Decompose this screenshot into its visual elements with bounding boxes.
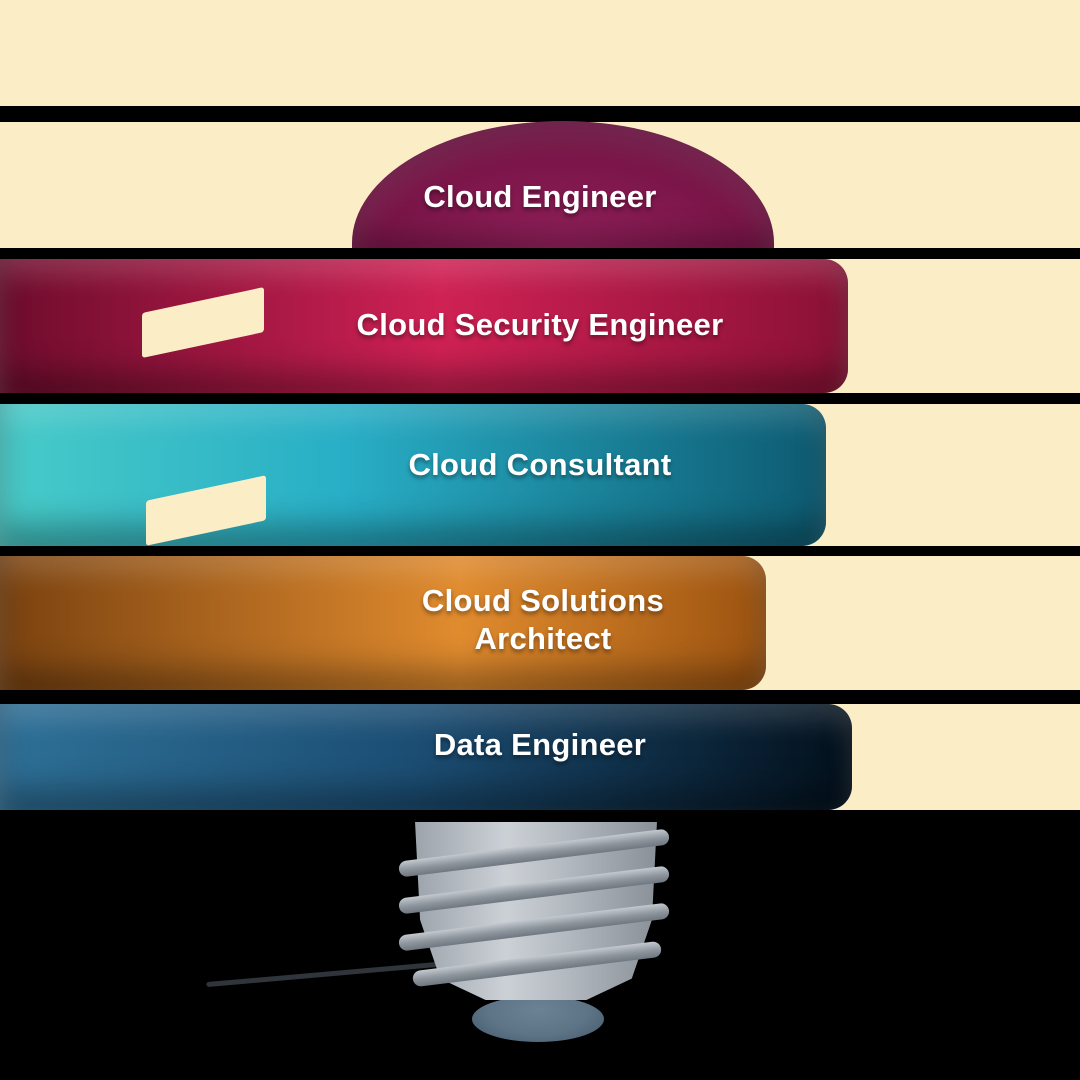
background-strip-top: [0, 0, 1080, 106]
bulb-tip: [472, 996, 604, 1042]
band-cloud-security-engineer: [0, 259, 848, 393]
band-label-cloud-consultant: Cloud Consultant: [408, 447, 672, 482]
thread-edge-line: [206, 961, 438, 988]
band-cloud-consultant: [0, 404, 826, 546]
band-label-data-engineer: Data Engineer: [433, 727, 647, 762]
band-label-cloud-engineer: Cloud Engineer: [423, 179, 657, 214]
band-data-engineer: [0, 704, 852, 810]
band-label-cloud-security-engineer: Cloud Security Engineer: [356, 307, 724, 342]
band-label-cloud-solutions-architect: Cloud Solutions Architect: [421, 583, 665, 656]
band-cloud-solutions-architect: [0, 556, 766, 690]
